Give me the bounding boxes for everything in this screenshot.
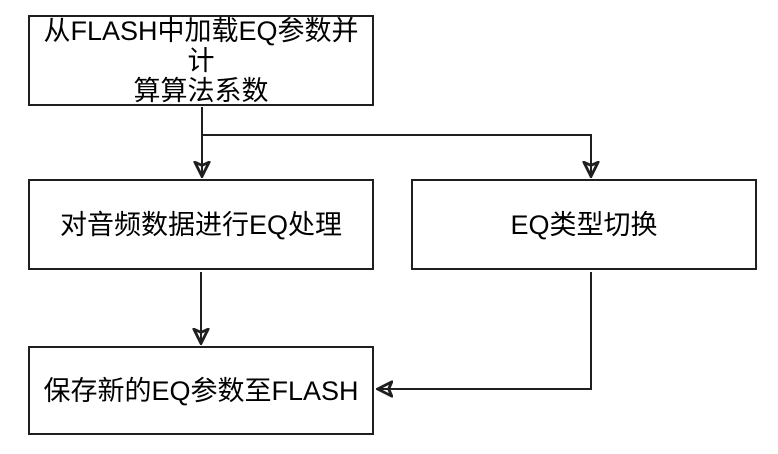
node-load-eq-params: 从FLASH中加载EQ参数并计 算算法系数 — [28, 15, 374, 106]
node-eq-processing: 对音频数据进行EQ处理 — [28, 179, 374, 270]
node-eq-processing-label: 对音频数据进行EQ处理 — [59, 209, 342, 240]
node-eq-type-switch: EQ类型切换 — [411, 179, 757, 270]
edge-load-to-switch — [202, 134, 591, 175]
edge-switch-to-save — [379, 272, 592, 389]
node-save-eq-params: 保存新的EQ参数至FLASH — [28, 346, 374, 435]
node-eq-type-switch-label: EQ类型切换 — [510, 209, 658, 240]
node-load-eq-params-label: 从FLASH中加载EQ参数并计 算算法系数 — [43, 15, 359, 106]
node-save-eq-params-label: 保存新的EQ参数至FLASH — [43, 375, 359, 406]
